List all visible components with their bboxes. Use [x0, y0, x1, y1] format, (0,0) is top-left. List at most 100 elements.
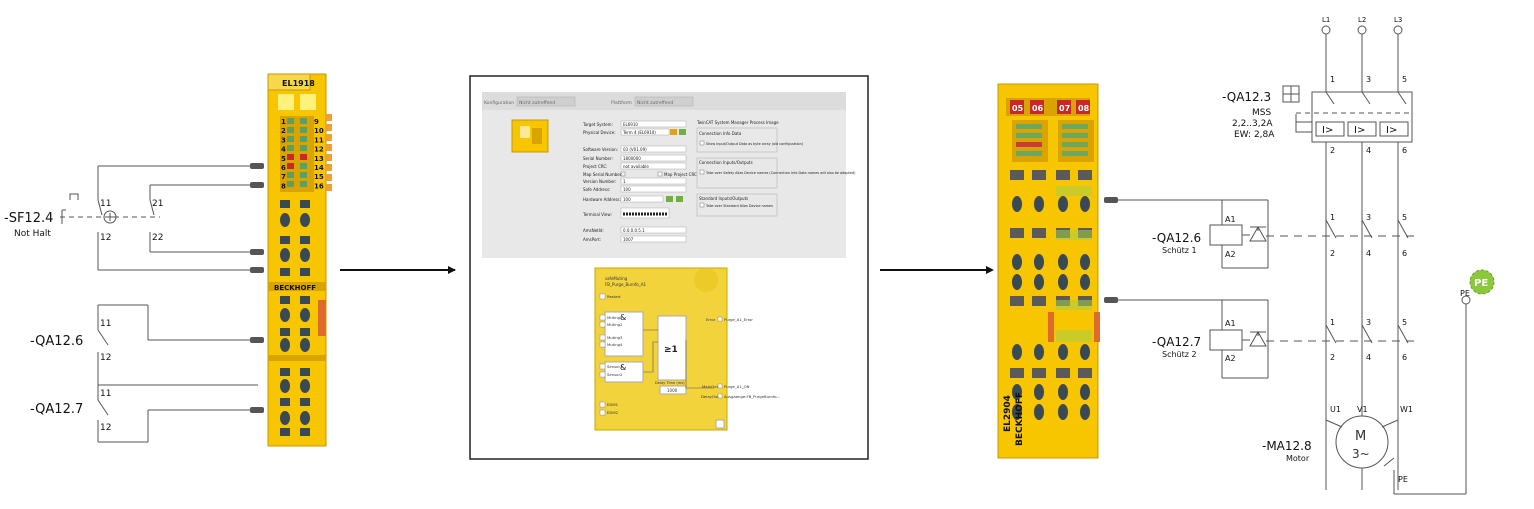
fb-input-label: Muting1 [607, 315, 623, 320]
input-channel-label: 2 [281, 127, 286, 135]
target-system-select[interactable]: EL6910 [623, 122, 638, 127]
fb-delay-value[interactable]: 1000 [667, 388, 678, 393]
k2-desc-label: Schütz 2 [1162, 350, 1197, 359]
fb-main-port-icon [717, 383, 723, 389]
configuration-label: Konfiguration [484, 100, 514, 106]
input-channel-label: 12 [314, 146, 324, 154]
mss-setting-label: EW: 2,8A [1234, 130, 1275, 140]
fb-input-port-icon [599, 314, 606, 321]
terminal-number-label: 6 [1402, 249, 1407, 258]
fb-header: safeMuting [605, 276, 628, 281]
sf-contact-a-top: 11 [100, 199, 111, 209]
motor-device-label: -MA12.8 [1262, 439, 1312, 453]
connection-inputs-option[interactable]: Take over Safety Alias Device names (Con… [705, 171, 856, 175]
input-terminal [267, 73, 332, 447]
fb-or-symbol: ≥1 [664, 345, 678, 355]
output-terminal-brand: BECKHOFF [1015, 392, 1025, 446]
configuration-select[interactable]: Nicht zutreffend [519, 100, 555, 106]
output-terminal [997, 83, 1100, 459]
fb-input-port-icon [599, 293, 606, 300]
input-channel-label: 3 [281, 136, 286, 144]
k2-device-label: -QA12.7 [1152, 335, 1201, 349]
terminal-number-label: 4 [1366, 146, 1371, 155]
fb-input-port-icon [599, 371, 606, 378]
input-leds [287, 118, 307, 187]
fb-input-label: Muting4 [607, 342, 623, 347]
standard-option[interactable]: Take over Standard Alias Device names [705, 204, 773, 208]
pe-label-bottom: PE [1398, 475, 1408, 484]
fb-input-label: Muting2 [607, 322, 623, 327]
hardware-address-field[interactable]: 100 [623, 197, 631, 202]
phase-markers [1321, 25, 1403, 35]
fb-input-label: EDM2 [607, 410, 619, 415]
safe-address-field[interactable]: 100 [623, 187, 631, 192]
input-terminal-springs [280, 200, 310, 436]
phase-label: L2 [1358, 16, 1366, 24]
output-led-label: 07 [1059, 104, 1070, 113]
input-channel-label: 1 [281, 118, 286, 126]
map-crc-checkbox-label[interactable]: Map Project CRC [664, 172, 697, 177]
fb-error-target: Purge_A1_Error [724, 317, 753, 322]
qa6-top-label: 11 [100, 319, 111, 329]
motor-terminal-label: W1 [1400, 405, 1413, 414]
input-channel-label: 11 [314, 136, 324, 144]
k2-a2-label: A2 [1225, 354, 1236, 363]
motor-symbol-m: M [1355, 429, 1366, 444]
platform-label: Plattform [611, 100, 632, 106]
fb-delay-port: DelayOut [701, 394, 719, 399]
k2-a1-label: A1 [1225, 319, 1236, 328]
input-channel-label: 15 [314, 173, 324, 181]
safe-address-label: Safe Address: [583, 187, 610, 192]
fb-input-port-icon [599, 321, 606, 328]
fb-error-port-icon [717, 316, 723, 322]
input-channel-label: 7 [281, 173, 286, 181]
fb-delay-port-icon [717, 393, 723, 399]
fb-input-port-icon [599, 409, 606, 416]
software-version-field: 03 (V01.09) [623, 147, 647, 152]
fb-input-label: Sensor1 [607, 364, 623, 369]
terminal-number-label: 3 [1366, 75, 1371, 84]
map-serial-label: Map Serial Number: [583, 172, 623, 177]
input-channel-label: 14 [314, 164, 324, 172]
fb-delay-target: Ausgaenge:FB_PurgeBurnfo... [724, 394, 780, 399]
qa6-bot-label: 12 [100, 353, 111, 363]
connection-inputs-title: Connection Inputs/Outputs [699, 160, 753, 165]
terminal-number-label: 1 [1330, 75, 1335, 84]
terminal-number-label: 4 [1366, 353, 1371, 362]
fb-input-label: Muting3 [607, 335, 623, 340]
mss-device-label: -QA12.3 [1222, 90, 1271, 104]
phase-label: L1 [1322, 16, 1330, 24]
sf-desc-label: Not Halt [14, 229, 51, 239]
flow-arrow-right [880, 266, 994, 274]
fb-and-symbol-1: & [620, 313, 626, 322]
platform-select[interactable]: Nicht zutreffend [637, 100, 673, 106]
terminal-number-label: 5 [1402, 75, 1407, 84]
terminal-view-label: Terminal View: [582, 212, 612, 217]
qa7-bot-label: 12 [100, 423, 111, 433]
amsnetid-label: AmsNetId: [583, 228, 604, 233]
connection-info-option[interactable]: Show Input/Output Data as byte array (ol… [706, 142, 804, 146]
output-led-label: 06 [1032, 104, 1044, 113]
function-block [594, 267, 728, 431]
mss-type-label: MSS [1252, 108, 1271, 118]
version-number-field[interactable]: 1 [623, 179, 626, 184]
motor-desc-label: Motor [1286, 454, 1310, 463]
version-number-label: Version Number: [583, 179, 616, 184]
amsport-field: 1007 [623, 237, 634, 242]
sf-device-label: -SF12.4 [4, 211, 53, 226]
qa7-device-label: -QA12.7 [30, 402, 83, 417]
k1-a1-label: A1 [1225, 215, 1236, 224]
motor-symbol-phase: 3~ [1352, 447, 1370, 461]
fb-input-label: EDM1 [607, 402, 619, 407]
overcurrent-label: I> [1354, 125, 1365, 136]
input-channel-label: 16 [314, 182, 324, 190]
fb-main-port: MainOut [702, 384, 718, 389]
input-terminal-model: EL1918 [282, 79, 315, 88]
qa6-device-label: -QA12.6 [30, 334, 83, 349]
terminal-number-label: 1 [1330, 318, 1335, 327]
physical-device-field[interactable]: Term 4 (EL6910) [622, 130, 656, 135]
fb-error-port: Error [706, 317, 716, 322]
input-channel-label: 4 [281, 146, 286, 154]
